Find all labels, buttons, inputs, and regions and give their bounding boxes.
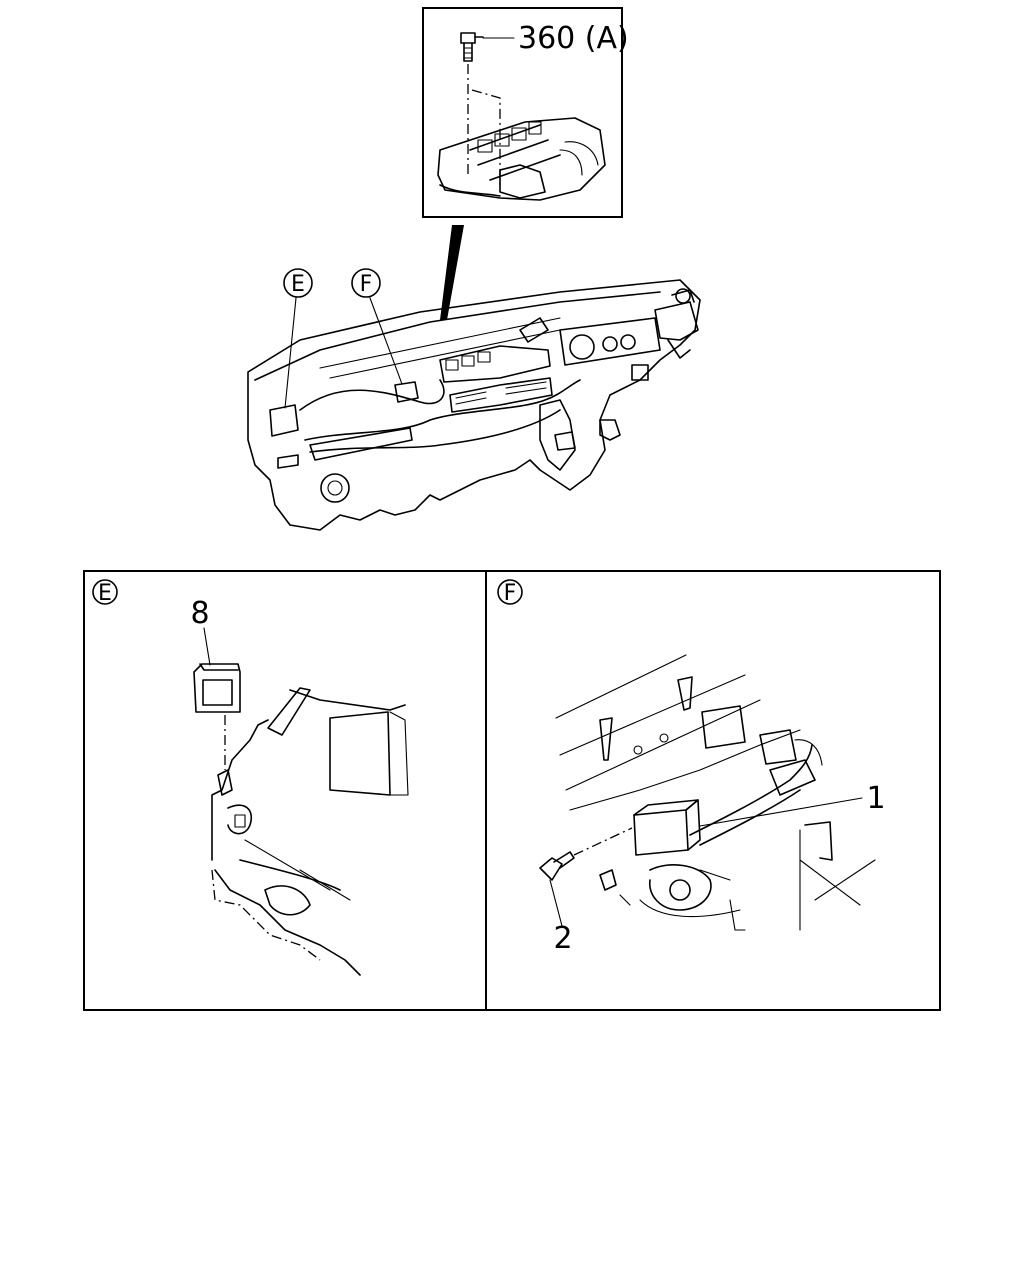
bolt-icon (539, 851, 575, 881)
callout-f: F (351, 268, 381, 298)
part-ref-360a: 360 (A) (518, 21, 629, 56)
svg-text:E: E (291, 272, 305, 297)
panel-f: F 1 2 (497, 579, 886, 956)
component-8-overview (269, 404, 299, 437)
panel-e: E 8 (92, 579, 409, 976)
component-1-overview (394, 381, 419, 403)
relay-block (437, 117, 606, 201)
bolt-icon (460, 32, 484, 62)
panel-f-title: F (497, 579, 523, 606)
callout-e: E (283, 268, 313, 298)
inset-frame (422, 7, 623, 218)
top-detail-inset: 360 (A) (422, 7, 629, 320)
part-number-8: 8 (190, 596, 209, 631)
panel-e-title: E (92, 579, 118, 606)
part-number-2: 2 (553, 921, 572, 956)
svg-text:F: F (504, 581, 517, 606)
svg-text:E: E (98, 581, 112, 606)
control-module-icon (193, 663, 241, 713)
svg-text:F: F (360, 272, 373, 297)
detail-panels-frame (83, 570, 941, 1011)
pointer-wedge (440, 225, 464, 320)
dashboard-overview: E F (247, 268, 701, 531)
part-number-1: 1 (866, 781, 885, 816)
relay-icon (633, 799, 701, 856)
